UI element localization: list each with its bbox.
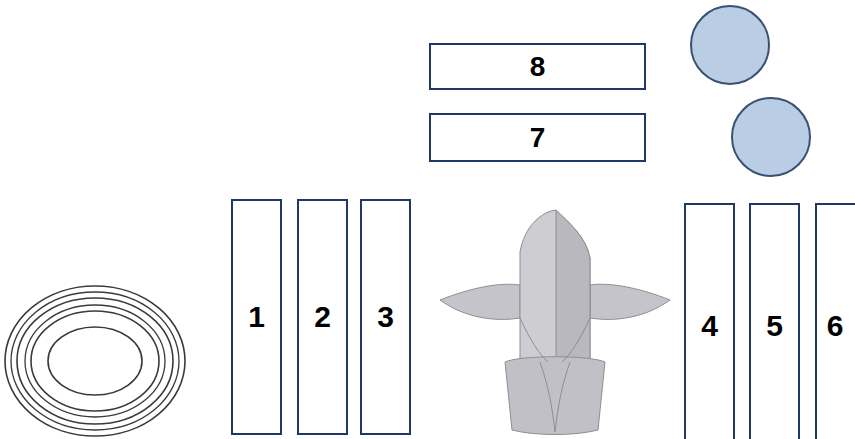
place-box: 3 bbox=[360, 199, 411, 435]
folded-napkin bbox=[440, 210, 670, 435]
callout-number: 1 bbox=[248, 302, 265, 332]
callout-number: 7 bbox=[530, 124, 546, 152]
callout-number: 4 bbox=[701, 311, 718, 341]
place-box: 1 bbox=[231, 199, 282, 435]
callout-number: 2 bbox=[314, 302, 331, 332]
callout-number: 5 bbox=[766, 311, 783, 341]
place-box: 4 bbox=[684, 203, 735, 439]
place-box: 5 bbox=[749, 203, 800, 439]
plate bbox=[5, 286, 185, 436]
callout-number: 6 bbox=[827, 311, 844, 341]
place-box: 6 bbox=[815, 203, 855, 439]
glasses bbox=[691, 6, 810, 176]
callout-number: 8 bbox=[530, 53, 546, 81]
place-box: 8 bbox=[429, 43, 646, 90]
place-box: 7 bbox=[429, 113, 646, 162]
place-box: 2 bbox=[297, 199, 348, 435]
callout-number: 3 bbox=[377, 302, 394, 332]
